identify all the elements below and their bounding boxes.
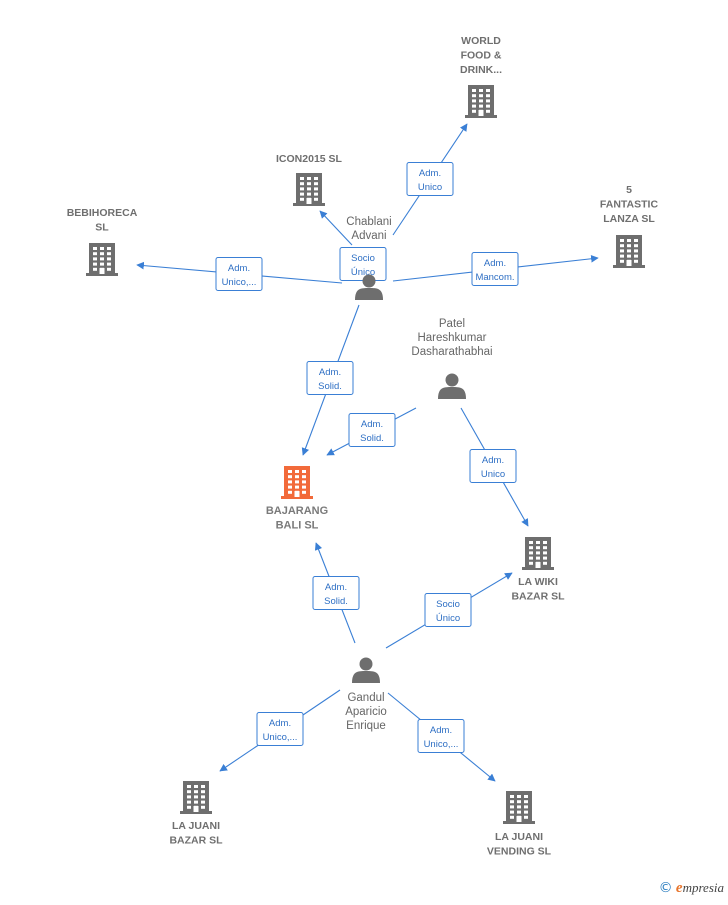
edge-chablani-bebihoreca: Adm. Unico,... bbox=[136, 257, 343, 291]
edge-role-label[interactable]: Adm. Unico,... bbox=[417, 719, 465, 753]
edge-role-text: Único bbox=[436, 613, 460, 624]
node-label: BEBIHORECA bbox=[67, 207, 138, 219]
node-label: Hareshkumar bbox=[417, 332, 486, 344]
edge-role-text: Unico,... bbox=[424, 739, 459, 750]
edge-role-text: Unico bbox=[481, 469, 505, 480]
node-label: Aparicio bbox=[345, 706, 387, 718]
node-label: 5 bbox=[626, 184, 632, 196]
node-juanibazar[interactable]: LA JUANI BAZAR SL bbox=[169, 781, 223, 847]
building-icon bbox=[522, 537, 554, 570]
edge-role-text: Adm. bbox=[319, 367, 341, 378]
edge-role-text: Solid. bbox=[318, 381, 342, 392]
edge-role-text: Adm. bbox=[482, 455, 504, 466]
building-icon bbox=[86, 243, 118, 276]
edge-role-label[interactable]: Adm. Solid. bbox=[312, 576, 360, 610]
edge-role-text: Socio bbox=[351, 253, 375, 264]
building-icon bbox=[281, 466, 313, 499]
edge-chablani-world: Adm. Unico bbox=[392, 123, 468, 236]
edge-role-label[interactable]: Adm. Solid. bbox=[306, 361, 354, 395]
edge-role-label[interactable]: Adm. Unico,... bbox=[256, 712, 304, 746]
edge-role-label[interactable]: Adm. Mancom. bbox=[471, 252, 519, 286]
node-label: Chablani bbox=[346, 216, 391, 228]
edges-layer: Adm.UnicoSocioÚnicoAdm.Unico,...Adm.Manc… bbox=[136, 123, 599, 782]
nodes-layer: WORLD FOOD & DRINK... ICON2015 SL BEBIHORECA… bbox=[67, 35, 659, 858]
footer-brand: © empresia bbox=[659, 880, 724, 897]
edge-role-text: Unico bbox=[418, 182, 442, 193]
building-icon bbox=[503, 791, 535, 824]
node-label: DRINK... bbox=[460, 64, 502, 76]
edge-role-text: Solid. bbox=[360, 433, 384, 444]
edge-role-text: Unico,... bbox=[222, 277, 257, 288]
edge-role-text: Unico,... bbox=[263, 732, 298, 743]
node-label: VENDING SL bbox=[487, 846, 552, 858]
edge-role-text: Adm. bbox=[361, 419, 383, 430]
edge-gandul-juanivending: Adm. Unico,... bbox=[387, 692, 496, 782]
edge-line bbox=[319, 210, 353, 246]
brand-name: mpresia bbox=[682, 880, 724, 895]
edge-role-text: Adm. bbox=[484, 258, 506, 269]
edge-chablani-bajarang: Adm. Solid. bbox=[301, 304, 360, 456]
person-icon bbox=[352, 657, 380, 683]
node-juanivending[interactable]: LA JUANI VENDING SL bbox=[487, 791, 552, 858]
node-label: Advani bbox=[351, 230, 386, 242]
edge-role-text: Adm. bbox=[228, 263, 250, 274]
node-label: ICON2015 SL bbox=[276, 153, 343, 165]
edge-gandul-juanibazar: Adm. Unico,... bbox=[219, 689, 341, 772]
edge-role-text: Socio bbox=[436, 599, 460, 610]
edge-role-label[interactable]: Adm. Unico bbox=[406, 162, 454, 196]
node-label: BAJARANG bbox=[266, 505, 328, 517]
node-icon2015[interactable]: ICON2015 SL bbox=[276, 153, 343, 206]
building-icon bbox=[293, 173, 325, 206]
person-icon bbox=[355, 274, 383, 300]
edge-chablani-fantastic: Adm. Mancom. bbox=[392, 252, 599, 286]
edge-patel-bajarang: Adm. Solid. bbox=[326, 407, 417, 456]
node-label: LA WIKI bbox=[518, 576, 558, 588]
node-bebihoreca[interactable]: BEBIHORECA SL bbox=[67, 207, 138, 276]
copyright-symbol: © bbox=[658, 880, 673, 896]
node-label: LA JUANI bbox=[172, 820, 220, 832]
node-label: BALI SL bbox=[276, 520, 319, 532]
edge-gandul-bajarang: Adm. Solid. bbox=[312, 542, 360, 644]
node-label: Enrique bbox=[346, 720, 386, 732]
edge-role-label[interactable]: Adm. Unico,... bbox=[215, 257, 263, 291]
node-label: FOOD & bbox=[461, 50, 502, 62]
person-icon bbox=[438, 373, 466, 399]
building-icon bbox=[613, 235, 645, 268]
edge-role-text: Único bbox=[351, 267, 375, 278]
node-label: BAZAR SL bbox=[169, 835, 223, 847]
node-bajarang[interactable]: BAJARANG BALI SL bbox=[266, 466, 328, 532]
edge-role-text: Adm. bbox=[269, 718, 291, 729]
node-label: BAZAR SL bbox=[511, 591, 565, 603]
building-icon bbox=[180, 781, 212, 814]
node-label: LA JUANI bbox=[495, 831, 543, 843]
edge-role-text: Adm. bbox=[419, 168, 441, 179]
node-label: LANZA SL bbox=[603, 213, 655, 225]
node-world[interactable]: WORLD FOOD & DRINK... bbox=[460, 35, 502, 118]
brand-logo-initial: e bbox=[675, 880, 683, 896]
node-label: SL bbox=[95, 222, 109, 234]
node-label: Dasharathabhai bbox=[411, 346, 492, 358]
building-icon bbox=[465, 85, 497, 118]
edge-patel-lawiki: Adm. Unico bbox=[460, 407, 529, 527]
edge-role-text: Adm. bbox=[325, 582, 347, 593]
edge-role-text: Adm. bbox=[430, 725, 452, 736]
edge-role-label[interactable]: Adm. Solid. bbox=[348, 413, 396, 447]
edge-role-label[interactable]: Adm. Unico bbox=[469, 449, 517, 483]
node-label: Patel bbox=[439, 318, 465, 330]
edge-role-text: Mancom. bbox=[475, 272, 514, 283]
edge-role-text: Solid. bbox=[324, 596, 348, 607]
node-lawiki[interactable]: LA WIKI BAZAR SL bbox=[511, 537, 565, 603]
node-label: WORLD bbox=[461, 35, 501, 47]
node-label: Gandul bbox=[347, 692, 384, 704]
node-label: FANTASTIC bbox=[600, 199, 659, 211]
